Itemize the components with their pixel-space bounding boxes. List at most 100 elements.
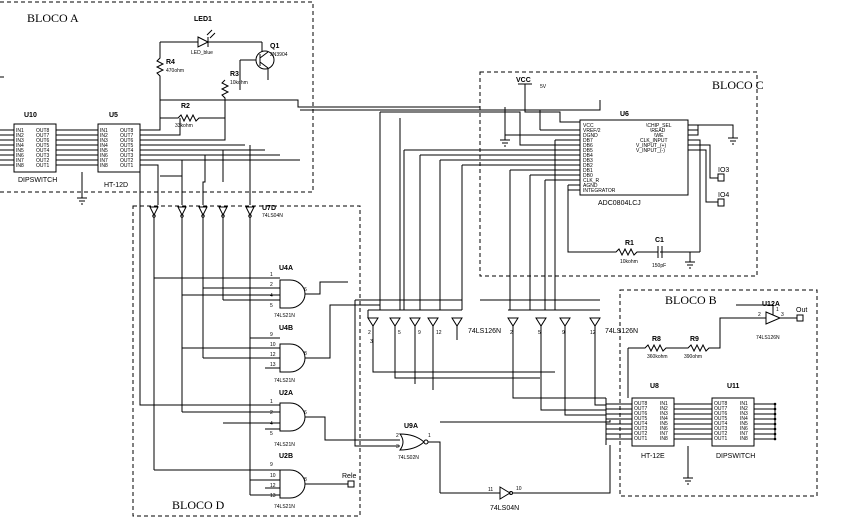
io4-label: IO4 xyxy=(718,192,729,199)
u6-pin-db6: DB6 xyxy=(583,143,593,149)
u9a-pin3: 3 xyxy=(396,444,399,450)
buf2-pin12: 12 xyxy=(590,330,596,336)
u5-pin-in3: IN3 xyxy=(100,138,108,144)
u4b-and-gate: U4B 74LS21N 9 10 12 13 8 xyxy=(265,304,380,384)
u11-pin-out5: OUT5 xyxy=(714,416,728,422)
u11-wiring xyxy=(754,402,777,441)
u10-pin-out4: OUT4 xyxy=(36,148,50,154)
u11-pin-in7: IN7 xyxy=(740,431,748,437)
c1-capacitor: C1 150pF xyxy=(652,237,695,269)
u5-pin-out3: OUT3 xyxy=(120,153,134,159)
r2-ref: R2 xyxy=(181,103,190,110)
u6-pin-db4: DB4 xyxy=(583,153,593,159)
u5-pin-out4: OUT4 xyxy=(120,148,134,154)
out-port: Out xyxy=(796,307,807,322)
u6-pin-db7: DB7 xyxy=(583,138,593,144)
c1-ref: C1 xyxy=(655,237,664,244)
u8-part: HT-12E xyxy=(641,453,665,460)
u10-pin-out1: OUT1 xyxy=(36,163,50,169)
u5-pin-in8: IN8 xyxy=(100,163,108,169)
u4b-ref: U4B xyxy=(279,325,293,332)
u8-pin-out8: OUT8 xyxy=(634,401,648,407)
u6-ref: U6 xyxy=(620,111,629,118)
u5-pin-out2: OUT2 xyxy=(120,158,134,164)
u2a-pin1: 1 xyxy=(270,399,273,405)
u6-pin-vin-minus: V_INPUT_(-) xyxy=(636,148,665,154)
bottom-inverter: 11 10 74LS04N xyxy=(440,445,611,512)
u5-ref: U5 xyxy=(109,112,118,119)
out-label: Out xyxy=(796,307,807,314)
r2-resistor: R2 33kohm xyxy=(160,103,225,129)
u4b-pin8: 8 xyxy=(304,351,307,357)
u2a-and-gate: U2A 74LS21N 1 2 4 5 6 xyxy=(265,390,400,448)
u2b-pin13: 13 xyxy=(270,493,276,499)
led1: LED1 LED_blue xyxy=(160,16,262,56)
u4a-part: 74LS21N xyxy=(274,313,295,319)
block-a: BLOCO A xyxy=(0,1,314,193)
u10-pin-out5: OUT5 xyxy=(36,143,50,149)
buf1-pin3: 3 xyxy=(370,339,373,345)
u11-pin-out3: OUT3 xyxy=(714,426,728,432)
u8-pin-out3: OUT3 xyxy=(634,426,648,432)
u6-pin-read: \READ xyxy=(650,128,666,134)
u8-pin-out2: OUT2 xyxy=(634,431,648,437)
u2b-ref: U2B xyxy=(279,453,293,460)
u8-pin-out5: OUT5 xyxy=(634,416,648,422)
u2b-part: 74LS21N xyxy=(274,504,295,510)
u2a-pin5: 5 xyxy=(270,431,273,437)
inv-bottom-part: 74LS04N xyxy=(490,505,519,512)
u12a-pin1: 1 xyxy=(776,307,779,313)
u9a-part: 74LS02N xyxy=(398,455,419,461)
u8-pin-out1: OUT1 xyxy=(634,436,648,442)
u4a-pin5: 5 xyxy=(270,303,273,309)
r4-ref: R4 xyxy=(166,59,175,66)
inv-bottom-pin11: 11 xyxy=(488,487,493,493)
u6-pin-vref: VREF/2 xyxy=(583,128,601,134)
u10-dipswitch: U10 DIPSWITCH IN1 IN2 IN3 IN4 IN5 IN6 IN… xyxy=(13,112,57,184)
vcc-label: VCC xyxy=(516,77,531,84)
q1-ref: Q1 xyxy=(270,43,279,50)
u4b-part: 74LS21N xyxy=(274,378,295,384)
u2b-and-gate: U2B 74LS21N 9 10 12 13 8 xyxy=(265,453,348,510)
u8-pin-in6: IN6 xyxy=(660,426,668,432)
r1-ref: R1 xyxy=(625,240,634,247)
u5-pin-in1: IN1 xyxy=(100,128,108,134)
u10-part: DIPSWITCH xyxy=(18,177,57,184)
u10-pin-out2: OUT2 xyxy=(36,158,50,164)
u8-pin-in8: IN8 xyxy=(660,436,668,442)
buf2-pin9: 9 xyxy=(562,330,565,336)
u10-pin-in6: IN6 xyxy=(16,153,24,159)
u10-pin-out8: OUT8 xyxy=(36,128,50,134)
u10-pin-out7: OUT7 xyxy=(36,133,50,139)
u6-wiring xyxy=(300,100,601,310)
u10-pin-in2: IN2 xyxy=(16,133,24,139)
u6-pin-we: \WE xyxy=(654,133,664,139)
u9a-ref: U9A xyxy=(404,423,418,430)
u10-pin-in3: IN3 xyxy=(16,138,24,144)
u8-pin-in5: IN5 xyxy=(660,421,668,427)
u10-pin-in4: IN4 xyxy=(16,143,24,149)
block-d-label: BLOCO D xyxy=(172,498,225,512)
u7d-inverters: U7D 74LS04N xyxy=(139,165,283,496)
vcc-source: VCC 5V xyxy=(516,77,580,123)
u4a-ref: U4A xyxy=(279,265,293,272)
q1-value: 2N3904 xyxy=(270,52,288,58)
r8-ref: R8 xyxy=(652,336,661,343)
u6-pin-db1: DB1 xyxy=(583,168,593,174)
r8-resistor: R8 360kohm xyxy=(628,336,680,360)
block-b-label: BLOCO B xyxy=(665,293,717,307)
u5-pin-out1: OUT1 xyxy=(120,163,134,169)
u6-pin-db5: DB5 xyxy=(583,148,593,154)
u6-adc: U6 ADC0804LCJ VCC VREF/2 DGND DB7 DB6 DB… xyxy=(579,111,689,207)
u12a-part: 74LS126N xyxy=(756,335,780,341)
u12a-pin3: 3 xyxy=(781,312,784,318)
u6-pin-db2: DB2 xyxy=(583,163,593,169)
u11-pin-out2: OUT2 xyxy=(714,431,728,437)
u11-pin-in4: IN4 xyxy=(740,416,748,422)
u4a-pin6: 6 xyxy=(304,287,307,293)
buf2-part: 74LS126N xyxy=(605,328,638,335)
buf2-pin2: 2 xyxy=(510,330,513,336)
r3-resistor: R3 10kohm xyxy=(220,71,248,140)
u8-ht12e: U8 HT-12E OUT8 OUT7 OUT6 OUT5 OUT4 OUT3 … xyxy=(631,383,675,460)
r4-resistor: R4 470ohm xyxy=(155,42,184,100)
